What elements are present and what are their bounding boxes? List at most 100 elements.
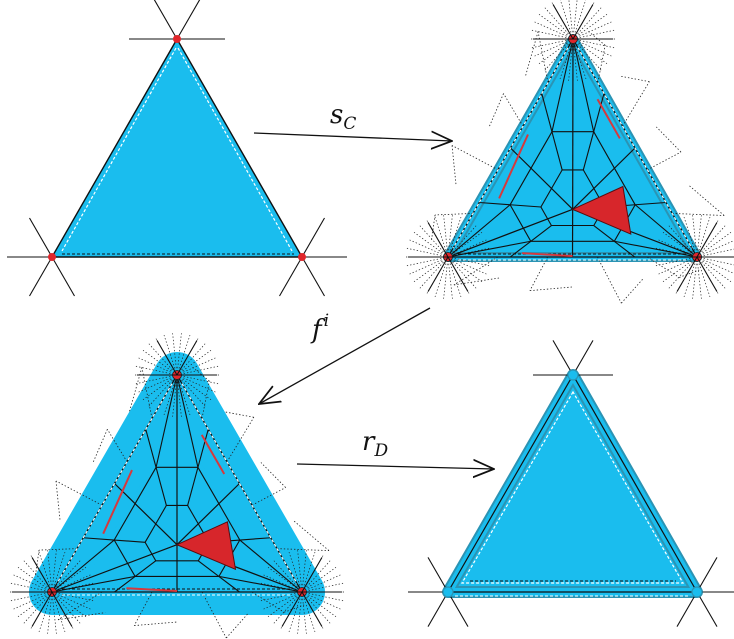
vertex-link-edge xyxy=(696,256,718,292)
label-r-d: rD xyxy=(362,427,388,461)
dotted-link-edge xyxy=(301,582,344,593)
subdivision-edge xyxy=(582,131,595,171)
subdivision-edge xyxy=(176,374,199,468)
dotted-link-edge xyxy=(51,591,87,617)
vertex-dot xyxy=(691,586,703,598)
vertex-link-edge xyxy=(572,340,594,376)
dotted-link-edge xyxy=(572,0,587,40)
dotted-link-edge xyxy=(656,126,682,153)
dotted-link-edge xyxy=(293,520,330,551)
dotted-link-edge xyxy=(447,256,487,275)
dotted-link-edge xyxy=(409,256,449,275)
subdivision-edge xyxy=(176,483,240,546)
dotted-link-edge xyxy=(51,591,57,634)
dotted-link-edge xyxy=(696,215,702,258)
subdivision-edge xyxy=(479,201,511,206)
subdivision-edge xyxy=(197,560,220,577)
red-path-segment xyxy=(102,469,133,535)
subdivision-edge xyxy=(510,204,541,208)
dotted-link-edge xyxy=(39,548,78,551)
white-dashed-edge xyxy=(177,47,293,252)
dotted-link-edge xyxy=(435,213,474,216)
dotted-link-edge xyxy=(301,591,344,602)
dotted-link-edge xyxy=(38,591,53,633)
subdivision-edge xyxy=(447,240,531,258)
dotted-link-edge xyxy=(447,215,453,258)
dotted-link-edge xyxy=(51,591,94,602)
subdivision-edge xyxy=(145,429,157,468)
panel-retracted-triangle xyxy=(408,340,734,627)
vertex-dot xyxy=(298,253,306,261)
dotted-link-edge xyxy=(696,256,734,266)
dotted-link-edge xyxy=(51,551,66,593)
panel-original-triangle xyxy=(7,0,347,297)
vertex-link-edge xyxy=(176,340,198,376)
vertex-link-edge xyxy=(156,340,178,376)
vertex-link-edge xyxy=(427,222,449,258)
subdivision-edge xyxy=(114,483,178,546)
dotted-link-edge xyxy=(176,374,206,407)
subdivision-edge xyxy=(551,131,563,171)
marked-face xyxy=(175,521,237,571)
dotted-link-edge xyxy=(572,21,612,40)
vertex-link-edge xyxy=(31,557,53,593)
subdivision-edge xyxy=(447,204,511,258)
vertex-link-edge xyxy=(696,557,718,593)
dotted-link-edge xyxy=(572,7,602,40)
subdivision-edge xyxy=(541,93,553,132)
subdivision-ring xyxy=(113,466,241,577)
vertex-link-edge xyxy=(676,591,698,627)
dotted-link-edge xyxy=(662,256,698,282)
dotted-link-edge xyxy=(176,333,182,376)
arrow-f-i xyxy=(259,307,431,404)
dotted-link-edge xyxy=(267,591,303,617)
dotted-link-edge xyxy=(621,277,645,304)
dotted-link-edge xyxy=(107,429,128,463)
dotted-link-edge xyxy=(301,560,331,593)
dotted-link-edge xyxy=(696,248,734,258)
vertex-link-edge xyxy=(281,591,303,627)
vertex-link-edge xyxy=(676,256,698,292)
dotted-link-edge xyxy=(51,550,57,593)
dotted-link-edge xyxy=(301,591,341,610)
dotted-link-edge xyxy=(135,374,178,385)
dotted-link-edge xyxy=(176,374,182,417)
subdivision-edge xyxy=(51,539,115,593)
dotted-link-edge xyxy=(447,256,462,298)
vertex-link-edge xyxy=(447,591,469,627)
red-path-segment xyxy=(498,134,529,199)
dotted-link-edge xyxy=(10,582,53,593)
dotted-link-edge xyxy=(134,621,178,626)
vertex-link-edge xyxy=(51,591,73,627)
dotted-link-edge xyxy=(683,256,698,298)
dotted-link-edge xyxy=(176,343,206,376)
label-s-c: sC xyxy=(330,100,356,134)
white-dashed-edge xyxy=(56,383,173,584)
dotted-link-edge xyxy=(176,350,212,376)
dotted-link-edge xyxy=(568,0,574,40)
subdivision-edge xyxy=(635,201,667,206)
subdivision-ring xyxy=(540,169,606,227)
dotted-link-edge xyxy=(544,38,574,71)
dotted-link-edge xyxy=(172,374,178,417)
dotted-link-edge xyxy=(92,429,108,463)
dotted-link-edge xyxy=(668,256,698,289)
dotted-link-edge xyxy=(658,256,698,275)
dotted-link-edge xyxy=(447,256,483,282)
dotted-link-edge xyxy=(176,334,191,376)
dotted-link-edge xyxy=(447,216,462,258)
dotted-link-edge xyxy=(451,145,457,186)
dotted-link-edge xyxy=(655,256,698,267)
dotted-link-edge xyxy=(17,591,53,617)
dotted-link-edge xyxy=(133,591,153,626)
dotted-link-edge xyxy=(683,216,698,258)
vertex-link-edge xyxy=(552,340,574,376)
dotted-link-edge xyxy=(47,591,53,634)
dotted-link-edge xyxy=(148,374,178,407)
dotted-link-edge xyxy=(447,256,453,299)
dotted-link-edge xyxy=(225,612,250,639)
dotted-link-edge xyxy=(51,591,66,633)
dotted-link-edge xyxy=(301,591,307,634)
dotted-link-edge xyxy=(572,38,612,57)
red-path-segment xyxy=(126,587,178,593)
